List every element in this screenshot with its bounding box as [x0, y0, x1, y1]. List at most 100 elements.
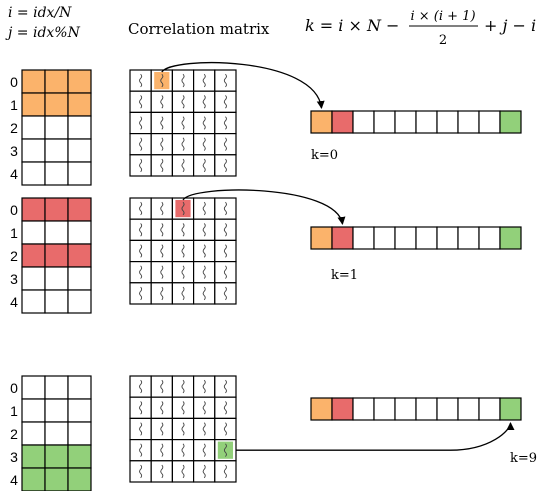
- squiggle-icon: [139, 116, 143, 130]
- correlation-cell: [129, 111, 152, 135]
- correlation-cell: [150, 218, 173, 241]
- index-matrix-cell: [44, 220, 69, 245]
- squiggle-icon: [202, 223, 206, 237]
- k-formula-lhs: k = i × N −: [305, 16, 399, 35]
- correlation-cell: [150, 90, 173, 113]
- squiggle-icon: [160, 73, 164, 88]
- index-matrix-cell: [21, 220, 46, 245]
- row-label: 2: [10, 426, 18, 442]
- k-formula: k = i × N − i × (i + 1) 2 + j − i: [305, 9, 536, 48]
- k-formula-numerator: i × (i + 1): [410, 9, 475, 24]
- correlation-cell: [129, 439, 152, 462]
- correlation-cell: [193, 90, 216, 113]
- highlighted-row-cell: [67, 69, 92, 94]
- index-matrix-cell: [67, 220, 92, 245]
- correlation-cell: [214, 218, 237, 241]
- correlation-cell: [214, 239, 237, 263]
- index-matrix-cell: [44, 289, 69, 314]
- correlation-cell: [193, 417, 216, 441]
- correlation-cell: [171, 133, 195, 156]
- vector-cell: [352, 397, 375, 421]
- vector-cell: [394, 110, 417, 134]
- squiggle-icon: [181, 286, 185, 301]
- correlation-cell: [193, 375, 216, 398]
- correlation-cell: [150, 133, 173, 156]
- vector-cell: [415, 397, 438, 421]
- vector-cell: [478, 226, 501, 250]
- vector-cell: [310, 110, 333, 134]
- squiggle-icon: [139, 443, 143, 457]
- squiggle-icon: [223, 158, 227, 173]
- index-matrix-cell: [44, 161, 69, 186]
- highlighted-row-cell: [44, 467, 69, 491]
- squiggle-icon: [139, 379, 143, 394]
- squiggle-icon: [181, 223, 185, 237]
- correlation-cell: [171, 460, 195, 483]
- row-label: 1: [10, 97, 18, 113]
- squiggle-icon: [160, 95, 164, 109]
- squiggle-icon: [160, 286, 164, 301]
- correlation-cell: [150, 375, 173, 398]
- correlation-cell: [171, 396, 195, 420]
- squiggle-icon: [181, 379, 185, 394]
- selected-correlation-cell: [217, 441, 233, 459]
- highlighted-row-cell: [44, 92, 69, 117]
- correlation-cell: [214, 396, 237, 420]
- squiggle-icon: [223, 223, 227, 237]
- squiggle-icon: [181, 137, 185, 151]
- squiggle-icon: [181, 116, 185, 130]
- correlation-cell: [129, 396, 152, 420]
- highlighted-row-cell: [67, 444, 92, 469]
- squiggle-icon: [223, 73, 227, 88]
- squiggle-icon: [223, 379, 227, 394]
- vector-cell: [436, 226, 459, 250]
- vector-cell: [457, 110, 480, 134]
- index-matrix-cell: [67, 115, 92, 140]
- correlation-cell: [171, 154, 195, 177]
- diagram-title: Correlation matrix: [128, 20, 270, 38]
- index-matrix-cell: [67, 289, 92, 314]
- squiggle-icon: [139, 265, 143, 279]
- squiggle-icon: [160, 422, 164, 436]
- k-formula-denominator: 2: [439, 33, 447, 48]
- correlation-cell: [129, 154, 152, 177]
- squiggle-icon: [202, 401, 206, 415]
- index-matrix-cell: [67, 138, 92, 163]
- index-matrix-cell: [44, 398, 69, 423]
- squiggle-icon: [139, 137, 143, 151]
- squiggle-icon: [181, 73, 185, 88]
- correlation-cell: [150, 396, 173, 420]
- squiggle-icon: [160, 265, 164, 279]
- correlation-cell: [193, 218, 216, 241]
- highlighted-row-cell: [67, 197, 92, 222]
- index-matrix-cell: [21, 375, 46, 400]
- squiggle-icon: [160, 464, 164, 479]
- vector-cell: [436, 110, 459, 134]
- correlation-cell: [214, 417, 237, 441]
- highlighted-row-cell: [67, 467, 92, 491]
- mapping-arrow: [161, 62, 325, 109]
- row-label: 3: [10, 449, 18, 465]
- vector-cell: [457, 397, 480, 421]
- correlation-cell: [193, 69, 216, 92]
- correlation-cell: [193, 133, 216, 156]
- index-matrix-cell: [44, 115, 69, 140]
- index-matrix-cell: [44, 138, 69, 163]
- row-label: 2: [10, 248, 18, 264]
- vector-cell: [436, 397, 459, 421]
- squiggle-icon: [160, 223, 164, 237]
- squiggle-icon: [160, 201, 164, 216]
- vector-cell: [415, 110, 438, 134]
- arrows: [161, 62, 515, 451]
- squiggle-icon: [202, 244, 206, 258]
- correlation-cell: [150, 460, 173, 483]
- correlation-cell: [214, 261, 237, 284]
- squiggle-icon: [202, 137, 206, 151]
- squiggle-icon: [202, 422, 206, 436]
- correlation-cell: [150, 111, 173, 135]
- correlation-cell: [129, 375, 152, 398]
- correlation-cell: [150, 439, 173, 462]
- squiggle-icon: [202, 116, 206, 130]
